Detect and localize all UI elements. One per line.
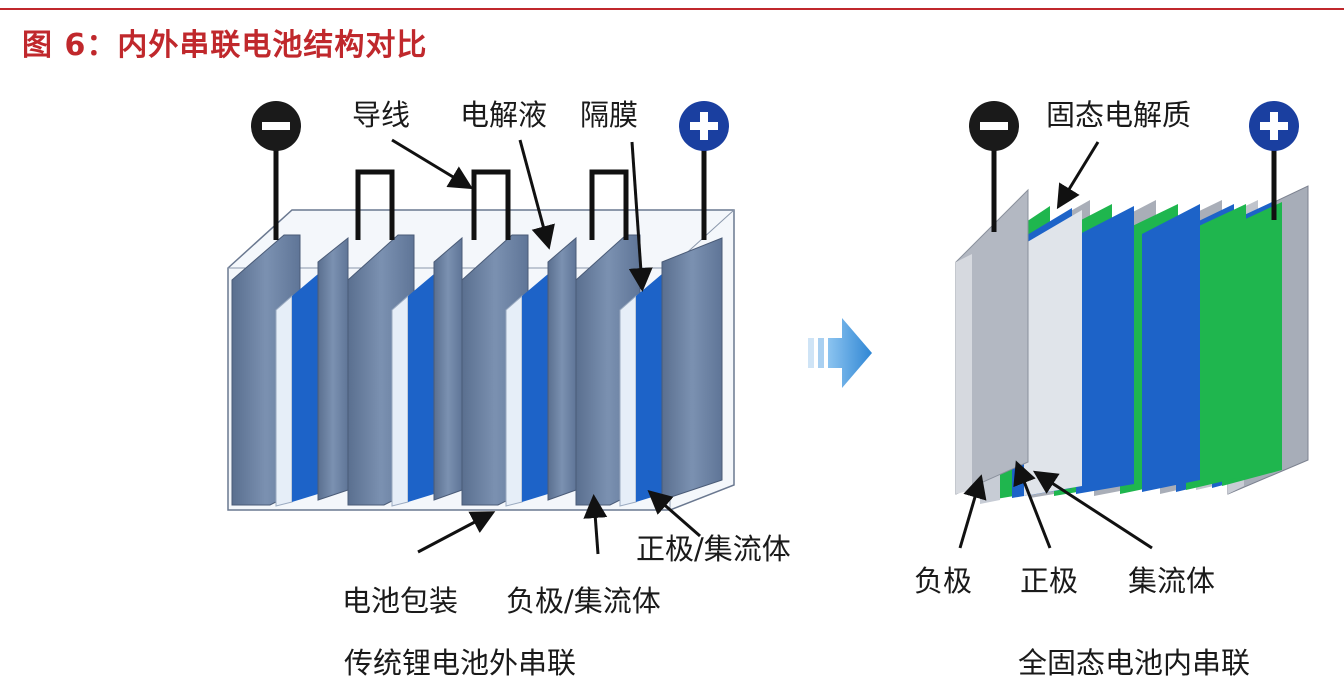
solid-state-battery-stack [955,101,1309,550]
transition-arrow [808,318,872,388]
label-anode-collector: 负极/集流体 [506,584,661,618]
label-cathode: 正极 [1020,564,1079,598]
negative-terminal-right [969,101,1019,151]
caption-traditional: 传统锂电池外串联 [344,646,577,680]
positive-terminal-right [1249,101,1299,151]
label-collector: 集流体 [1128,564,1216,598]
top-rule [0,8,1344,10]
right-leader-lines [958,141,1153,550]
label-electrolyte: 电解液 [460,98,548,132]
caption-solid-state: 全固态电池内串联 [1018,646,1251,680]
cell-unit-4 [575,234,723,507]
series-wires [355,169,629,240]
label-separator: 隔膜 [580,98,639,132]
positive-terminal-left [679,101,729,151]
figure-title-text: 内外串联电池结构对比 [117,28,428,63]
label-wire: 导线 [352,98,411,132]
label-solid-electrolyte: 固态电解质 [1046,98,1192,132]
figure-number: 图 6： [22,28,118,63]
cell-unit-2 [347,234,463,507]
negative-terminal-left [251,101,301,151]
label-cathode-collector: 正极/集流体 [636,532,791,566]
figure-title: 图 6：内外串联电池结构对比 [22,20,427,64]
label-packaging: 电池包装 [342,584,459,618]
traditional-battery-assembly [227,101,735,555]
cell-unit-1 [231,234,349,507]
cell-unit-3 [461,234,577,507]
label-anode: 负极 [914,564,973,598]
solid-state-layers [955,188,1282,504]
left-leader-lines [391,138,701,555]
